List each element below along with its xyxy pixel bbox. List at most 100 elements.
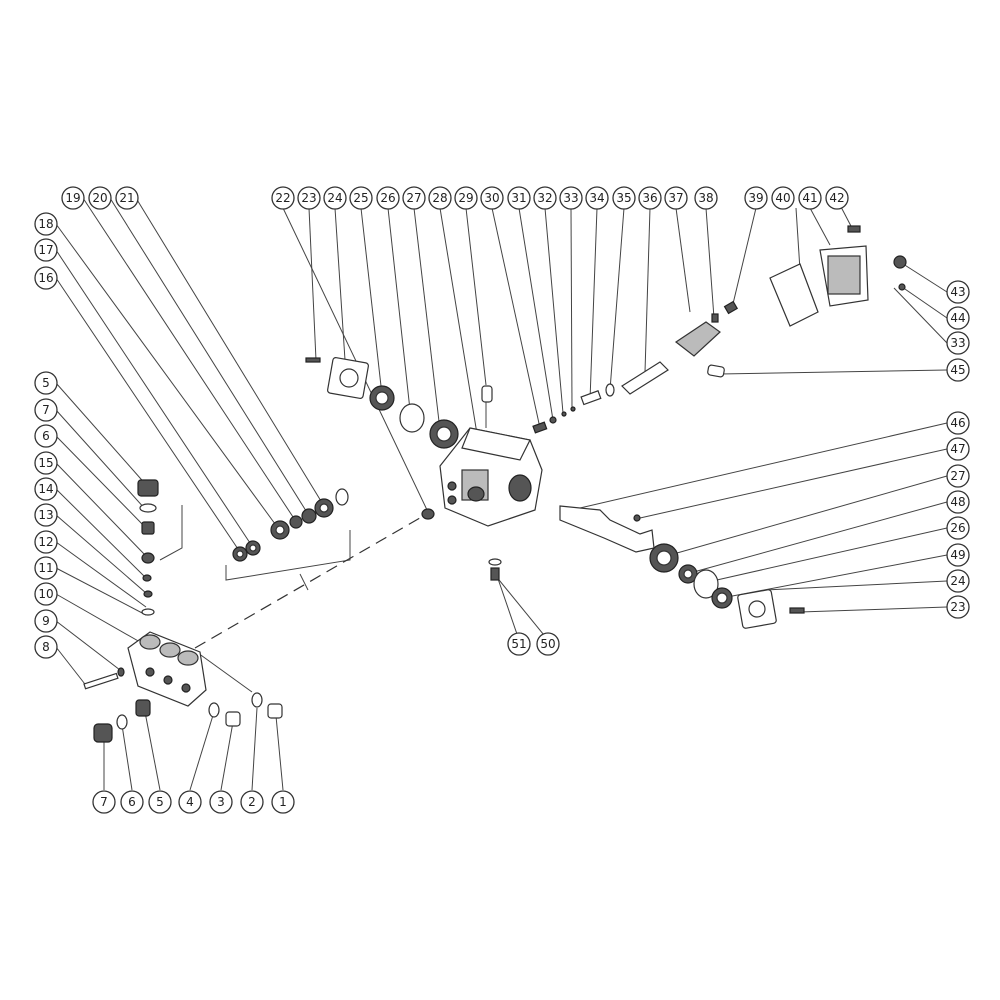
callout-c51: 51 [507,632,531,656]
callout-circle [92,790,116,814]
callout-circle [34,556,58,580]
crankcase [439,427,543,527]
leader-50 [494,574,549,641]
callout-c7: 7 [34,398,58,422]
callout-circle [34,582,58,606]
callout-number: 39 [748,191,763,205]
callout-number: 24 [327,191,342,205]
connecting-rod-37 [674,321,721,357]
callout-c3: 3 [209,790,233,814]
callout-c7b: 7 [92,790,116,814]
callout-c26: 26 [376,186,400,210]
callout-number: 21 [119,191,134,205]
callout-circle [585,186,609,210]
callout-circle [349,186,373,210]
callout-number: 20 [92,191,107,205]
callout-c33: 33 [559,186,583,210]
leader-4 [189,711,215,791]
leader-38 [705,207,715,319]
leader-6 [55,435,147,529]
dipstick-29 [481,385,493,403]
callout-c23b: 23 [946,595,970,619]
callout-c40: 40 [771,186,795,210]
callout-c36: 36 [638,186,662,210]
drain-plug-51 [490,567,500,581]
callout-circle [120,790,144,814]
callout-c22: 22 [271,186,295,210]
callout-number: 4 [186,795,194,809]
seal-kit [232,488,349,562]
leader-26b [707,527,948,583]
leader-41 [809,207,831,246]
callout-number: 28 [432,191,447,205]
callout-circle [507,632,531,656]
leader-5 [55,382,149,488]
bracket-seals [225,530,351,581]
callout-number: 19 [65,191,80,205]
callout-c11: 11 [34,556,58,580]
key-47 [633,514,641,522]
o-ring-26b [693,569,719,599]
leader-lines [55,197,948,791]
leader-48 [689,501,948,574]
callout-c43: 43 [946,280,970,304]
leader-47 [639,448,948,519]
leader-31 [518,207,554,421]
callout-circle [612,186,636,210]
callout-number: 7 [42,403,50,417]
callout-circle [34,238,58,262]
callout-c42: 42 [825,186,849,210]
callout-circle [34,398,58,422]
leader-36 [644,207,651,373]
callout-c38: 38 [694,186,718,210]
callout-c6: 6 [34,424,58,448]
pin-45 [707,364,725,378]
callout-c31: 31 [507,186,531,210]
callout-circle [34,477,58,501]
callout-circle [34,503,58,527]
leader-40 [795,207,801,271]
callout-c20: 20 [88,186,112,210]
pin-34 [580,390,602,406]
callout-number: 26 [950,521,965,535]
callout-c44: 44 [946,306,970,330]
leader-30 [491,207,541,429]
leader-20 [109,197,309,515]
callout-c10: 10 [34,582,58,606]
callout-circle [115,186,139,210]
callout-c46: 46 [946,411,970,435]
crankshaft-46 [559,505,655,553]
bracket-left [159,505,183,561]
callout-c26b: 26 [946,516,970,540]
leader-46 [579,422,948,509]
callout-c12: 12 [34,530,58,554]
callout-number: 38 [698,191,713,205]
callout-circle [148,790,172,814]
callout-number: 26 [380,191,395,205]
leader-28 [439,207,479,441]
callout-circle [946,543,970,567]
callout-circle [34,451,58,475]
leader-26 [387,207,411,411]
callout-circle [946,331,970,355]
callout-circle [376,186,400,210]
washer-44 [898,283,906,291]
callout-number: 3 [217,795,225,809]
callout-number: 31 [511,191,526,205]
leader-14 [55,488,145,577]
callout-number: 25 [353,191,368,205]
leader-12 [55,541,147,608]
callout-c1: 1 [271,790,295,814]
callout-circle [178,790,202,814]
plug-43 [893,255,907,269]
washer-50 [488,558,502,566]
leader-manifold-link [197,652,253,693]
screw-39 [723,300,739,315]
o-ring-26 [399,403,425,433]
callout-number: 15 [38,456,53,470]
pin-30 [532,421,548,434]
callout-number: 34 [589,191,604,205]
leader-33b [893,287,948,344]
callout-circle [428,186,452,210]
callout-number: 6 [128,795,136,809]
